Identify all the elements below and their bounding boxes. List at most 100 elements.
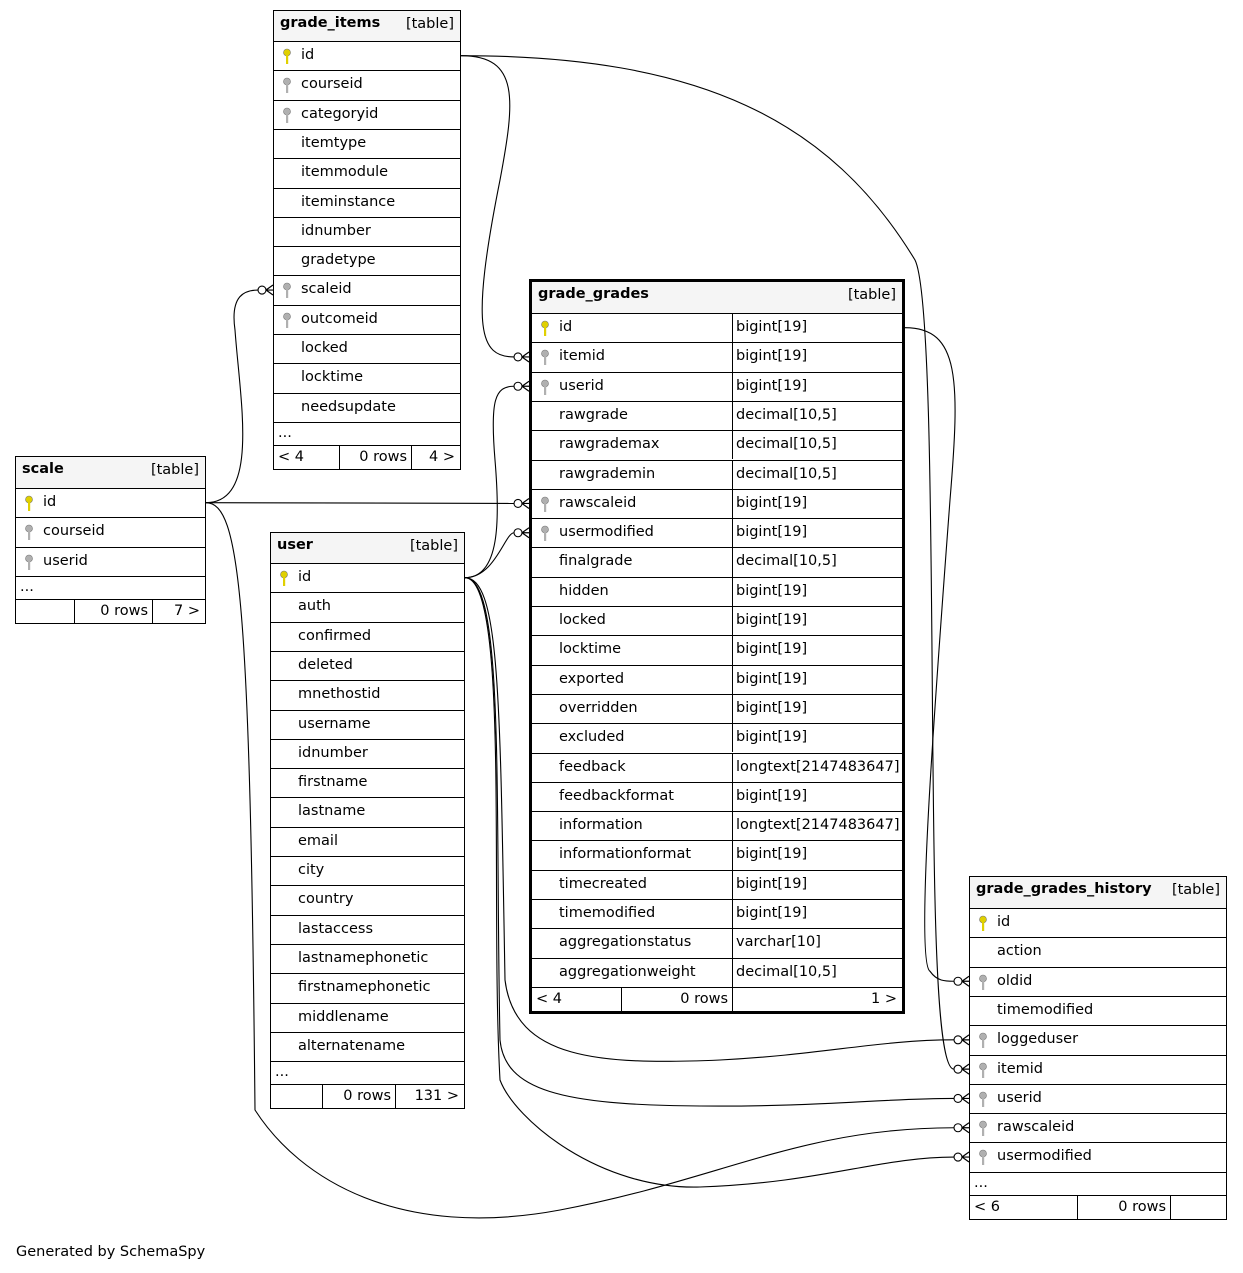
column-name: usermodified (559, 524, 654, 541)
column-row[interactable]: iteminstance (274, 187, 460, 217)
column-row[interactable]: firstnamephonetic (271, 973, 464, 1002)
column-row[interactable]: itemtype (274, 128, 460, 158)
column-row[interactable]: oldid (970, 966, 1226, 996)
column-row[interactable]: needsupdate (274, 392, 460, 422)
column-name: idnumber (301, 222, 371, 239)
column-row[interactable]: id (16, 488, 205, 517)
column-row[interactable]: idnumber (274, 216, 460, 246)
column-row[interactable]: timemodified (970, 995, 1226, 1025)
column-name: city (298, 862, 325, 878)
column-name: timecreated (559, 875, 647, 892)
column-row[interactable]: username (271, 709, 464, 739)
column-divider (732, 548, 733, 577)
column-type: bigint[19] (736, 905, 808, 921)
column-name: alternatename (298, 1037, 406, 1054)
column-row[interactable]: action (970, 937, 1226, 966)
edge-grade-items-id-to-grade-grades-itemid (460, 55, 515, 358)
column-row[interactable]: categoryid (274, 99, 460, 129)
column-name: firstname (298, 774, 368, 791)
foreign-key-icon (978, 974, 988, 992)
foreign-key-icon (24, 554, 34, 572)
column-divider (732, 841, 733, 870)
column-row[interactable]: firstname (271, 768, 464, 797)
column-row[interactable]: usermodified (970, 1142, 1226, 1171)
column-row[interactable]: gradetype (274, 246, 460, 275)
column-row[interactable]: userid (16, 546, 205, 576)
column-row[interactable]: rawscaleid (970, 1113, 1226, 1142)
column-name: rawscaleid (997, 1119, 1075, 1136)
column-row[interactable]: confirmed (271, 621, 464, 651)
column-row[interactable]: idnumber (271, 738, 464, 768)
column-row[interactable]: itemmodule (274, 158, 460, 187)
column-name: email (298, 832, 338, 849)
column-row[interactable]: id (271, 563, 464, 592)
column-row[interactable]: country (271, 885, 464, 914)
column-divider (732, 694, 733, 724)
column-row[interactable]: city (271, 856, 464, 885)
column-row[interactable]: outcomeid (274, 304, 460, 334)
column-row[interactable]: scaleid (274, 275, 460, 304)
column-row[interactable]: lastaccess (271, 914, 464, 944)
column-divider (732, 900, 733, 929)
column-row[interactable]: courseid (274, 70, 460, 99)
child-count[interactable]: 131 > (414, 1088, 459, 1105)
column-row[interactable]: id (970, 908, 1226, 937)
column-row[interactable]: email (271, 826, 464, 856)
column-row[interactable]: userid (970, 1083, 1226, 1113)
column-row[interactable]: id (274, 41, 460, 70)
edge-user-id-to-grade-grades-usermodified (464, 532, 515, 579)
child-count[interactable]: 7 > (174, 602, 200, 619)
parent-count[interactable]: < 4 (536, 990, 562, 1007)
column-row[interactable]: auth (271, 592, 464, 621)
column-row[interactable]: locktime (274, 363, 460, 392)
edge-grade-items-id-to-grade-grades-itemid-crowfoot (521, 351, 530, 363)
column-row[interactable]: middlename (271, 1002, 464, 1032)
column-row[interactable]: alternatename (271, 1031, 464, 1061)
column-row[interactable]: deleted (271, 650, 464, 680)
column-row[interactable]: usermodified bigint[19] (532, 518, 902, 548)
parent-count[interactable]: < 4 (278, 448, 304, 465)
column-name: informationformat (559, 846, 692, 863)
column-type: bigint[19] (736, 524, 808, 541)
column-row[interactable]: itemid (970, 1054, 1226, 1084)
column-row[interactable]: mnethostid (271, 680, 464, 709)
parent-count[interactable]: < 6 (974, 1198, 1000, 1215)
child-count[interactable]: 1 > (871, 990, 897, 1007)
edge-grade-items-id-to-history-itemid-crowfoot (961, 1063, 970, 1075)
column-row[interactable]: courseid (16, 517, 205, 546)
child-count[interactable]: 4 > (429, 448, 455, 465)
column-row[interactable]: lastnamephonetic (271, 943, 464, 973)
column-type: longtext[2147483647] (736, 817, 900, 834)
column-row[interactable]: lastname (271, 797, 464, 826)
column-row[interactable]: loggeduser (970, 1025, 1226, 1054)
column-name: auth (298, 598, 331, 615)
column-row[interactable]: locked (274, 334, 460, 363)
